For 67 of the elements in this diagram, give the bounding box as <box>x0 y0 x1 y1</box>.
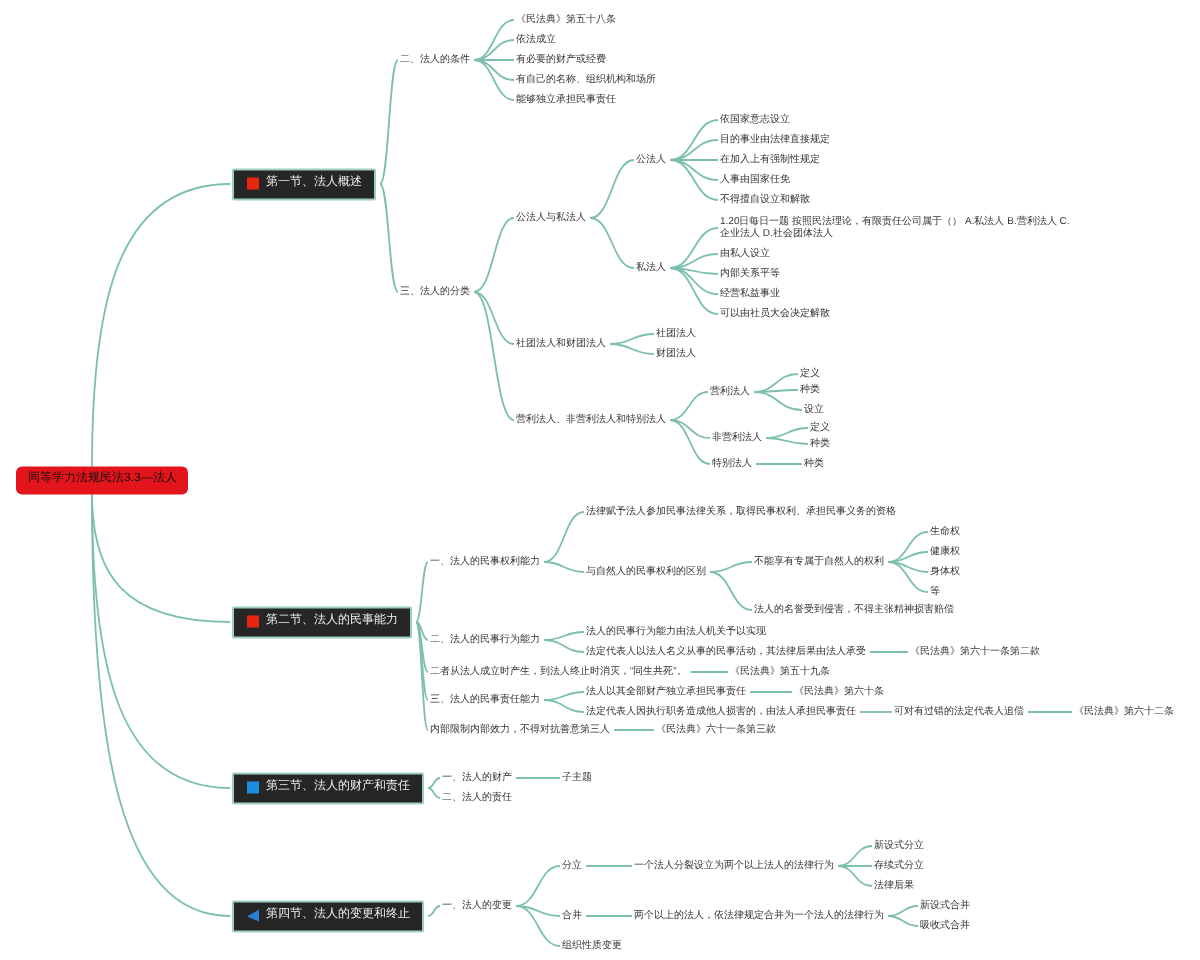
connector-line <box>669 159 719 181</box>
connector-line <box>543 561 585 573</box>
connector-line <box>609 343 655 355</box>
connector-line <box>1027 711 1073 713</box>
section-box <box>232 606 412 638</box>
connector-line <box>669 267 719 295</box>
connector-line <box>473 291 515 421</box>
connector-line <box>709 571 753 611</box>
connector-line <box>515 777 561 779</box>
connector-line <box>869 651 909 653</box>
connector-line <box>709 561 753 573</box>
connector-line <box>669 267 719 315</box>
connector-line <box>427 777 441 789</box>
connector-line <box>473 19 515 61</box>
connector-line <box>415 621 429 673</box>
connector-line <box>515 865 561 907</box>
connector-line <box>515 905 561 947</box>
connector-line <box>765 437 809 445</box>
connector-line <box>379 183 399 293</box>
connector-line <box>473 59 515 81</box>
connector-line <box>669 119 719 161</box>
section-box <box>232 900 424 932</box>
connector-line <box>613 729 655 731</box>
connector-line <box>543 639 585 653</box>
connector-line <box>427 905 441 917</box>
connector-line <box>589 159 635 219</box>
connector-line <box>669 391 709 421</box>
connector-line <box>669 159 719 201</box>
connector-line <box>473 291 515 345</box>
connector-line <box>427 787 441 799</box>
connector-line <box>837 845 873 867</box>
connector-line <box>589 217 635 269</box>
connector-line <box>887 561 929 573</box>
connector-line <box>91 492 231 917</box>
connector-line <box>473 59 515 61</box>
connector-line <box>585 915 633 917</box>
connector-line <box>585 865 633 867</box>
connector-line <box>669 227 719 269</box>
connector-line <box>689 671 729 673</box>
connector-line <box>755 463 803 465</box>
connector-line <box>415 621 429 641</box>
connector-line <box>859 711 893 713</box>
connector-line <box>415 561 429 623</box>
connector-line <box>669 159 719 161</box>
connector-line <box>543 699 585 713</box>
connector-line <box>415 621 429 731</box>
connector-line <box>749 691 793 693</box>
connector-line <box>887 905 919 917</box>
connector-line <box>887 561 929 593</box>
connector-line <box>543 511 585 563</box>
connector-line <box>515 905 561 917</box>
connector-line <box>669 267 719 275</box>
connector-line <box>837 865 873 867</box>
connector-line <box>379 59 399 185</box>
section-box <box>232 772 424 804</box>
connector-line <box>91 183 231 468</box>
connector-line <box>753 391 803 411</box>
connector-line <box>473 217 515 293</box>
section-box <box>232 168 376 200</box>
connector-line <box>837 865 873 887</box>
connector-line <box>669 419 711 439</box>
connector-line <box>473 59 515 101</box>
connector-line <box>887 531 929 563</box>
connector-line <box>415 621 429 701</box>
connector-line <box>887 915 919 927</box>
connector-line <box>473 39 515 61</box>
connector-line <box>669 419 711 465</box>
